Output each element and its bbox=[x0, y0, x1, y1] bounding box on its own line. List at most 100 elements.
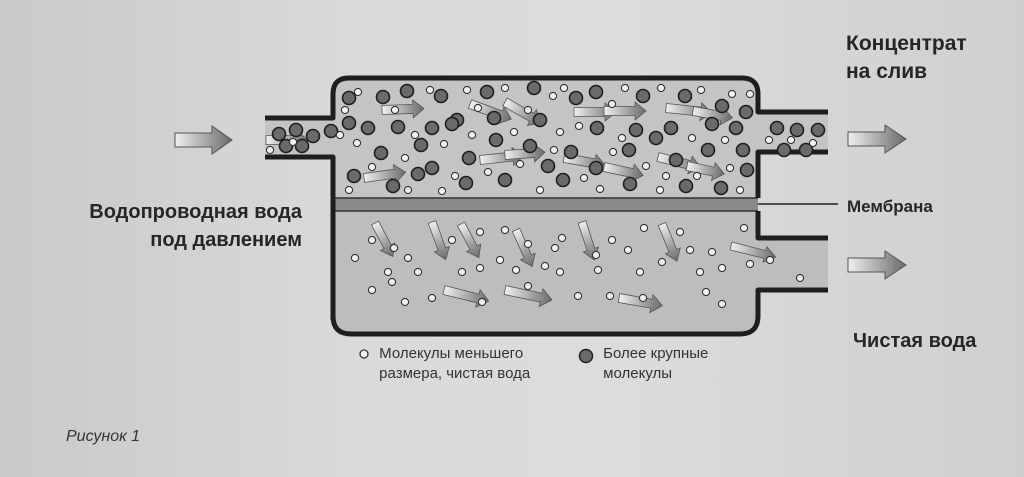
large-molecule bbox=[677, 88, 693, 104]
small-molecule bbox=[523, 239, 533, 249]
small-molecule bbox=[573, 291, 583, 301]
small-molecule bbox=[717, 263, 727, 273]
small-molecule bbox=[607, 99, 617, 109]
tap-water-label-line2: под давлением bbox=[150, 229, 302, 251]
legend-large-line2: молекулы bbox=[603, 365, 673, 382]
small-molecule bbox=[591, 250, 601, 260]
large-molecule bbox=[789, 122, 805, 138]
large-molecule bbox=[798, 142, 814, 158]
small-molecule bbox=[635, 267, 645, 277]
small-molecule bbox=[549, 145, 559, 155]
large-molecule bbox=[588, 84, 604, 100]
large-molecule bbox=[540, 158, 556, 174]
flow-arrow bbox=[617, 293, 663, 314]
large-molecule bbox=[704, 116, 720, 132]
large-molecule bbox=[360, 120, 376, 136]
concentrate-outlet-arrow bbox=[847, 124, 907, 154]
large-molecule bbox=[323, 123, 339, 139]
large-molecule bbox=[668, 152, 684, 168]
small-molecule bbox=[620, 83, 630, 93]
large-molecule bbox=[433, 88, 449, 104]
small-molecule bbox=[720, 135, 730, 145]
small-molecule bbox=[548, 91, 558, 101]
small-molecule bbox=[473, 103, 483, 113]
small-molecule bbox=[657, 257, 667, 267]
small-molecule bbox=[593, 265, 603, 275]
small-molecule bbox=[410, 130, 420, 140]
small-molecule bbox=[607, 235, 617, 245]
small-molecule bbox=[389, 243, 399, 253]
small-molecule bbox=[786, 135, 796, 145]
flow-arrow bbox=[657, 221, 681, 262]
flow-arrow bbox=[456, 221, 482, 259]
large-molecule bbox=[461, 150, 477, 166]
molecules bbox=[265, 80, 826, 309]
small-molecule bbox=[387, 277, 397, 287]
large-molecule bbox=[739, 162, 755, 178]
large-molecule bbox=[635, 88, 651, 104]
flow-arrow bbox=[577, 220, 600, 261]
small-molecule bbox=[475, 227, 485, 237]
large-molecule bbox=[728, 120, 744, 136]
tap-water-label: Водопроводная вода под давлением bbox=[89, 198, 302, 254]
large-molecule bbox=[385, 178, 401, 194]
large-molecule bbox=[486, 110, 502, 126]
membrane-label: Мембрана bbox=[847, 197, 933, 216]
large-molecule bbox=[305, 128, 321, 144]
concentrate-label-line1: Концентрат bbox=[846, 32, 967, 55]
small-molecule bbox=[745, 259, 755, 269]
inlet-arrow bbox=[174, 125, 233, 155]
vessel-bottom-wall bbox=[330, 287, 828, 337]
large-molecule bbox=[589, 120, 605, 136]
large-molecule bbox=[621, 142, 637, 158]
small-molecule bbox=[555, 267, 565, 277]
large-molecule bbox=[458, 175, 474, 191]
large-molecule bbox=[497, 172, 513, 188]
flow-arrow bbox=[427, 220, 451, 261]
small-molecule bbox=[765, 255, 775, 265]
large-molecule bbox=[568, 90, 584, 106]
small-molecule bbox=[739, 223, 749, 233]
small-molecule bbox=[579, 173, 589, 183]
small-molecule bbox=[701, 287, 711, 297]
small-molecule bbox=[450, 171, 460, 181]
small-molecule bbox=[661, 171, 671, 181]
large-molecule bbox=[413, 137, 429, 153]
large-molecule bbox=[479, 84, 495, 100]
small-molecule bbox=[696, 85, 706, 95]
flow-arrow bbox=[381, 99, 425, 119]
small-molecule bbox=[403, 253, 413, 263]
small-molecule bbox=[608, 147, 618, 157]
flow-arrow bbox=[503, 285, 553, 308]
small-molecule bbox=[707, 247, 717, 257]
small-molecule bbox=[639, 223, 649, 233]
small-molecule bbox=[675, 227, 685, 237]
small-molecule bbox=[500, 225, 510, 235]
small-molecule bbox=[656, 83, 666, 93]
small-molecule bbox=[808, 138, 818, 148]
vessel-outline bbox=[265, 75, 828, 337]
small-molecule bbox=[367, 285, 377, 295]
large-molecule bbox=[648, 130, 664, 146]
small-molecule bbox=[523, 105, 533, 115]
large-molecule bbox=[678, 178, 694, 194]
small-molecule bbox=[288, 137, 298, 147]
large-molecule bbox=[622, 176, 638, 192]
small-molecule bbox=[457, 267, 467, 277]
small-molecule bbox=[555, 127, 565, 137]
large-molecule bbox=[424, 120, 440, 136]
large-molecule bbox=[588, 160, 604, 176]
large-molecule bbox=[522, 138, 538, 154]
small-molecule bbox=[403, 185, 413, 195]
small-molecule bbox=[550, 243, 560, 253]
flow-arrow bbox=[362, 163, 407, 184]
legend-small-molecules: Молекулы меньшего размера, чистая вода bbox=[358, 344, 530, 384]
legend-small-text: Молекулы меньшего размера, чистая вода bbox=[379, 344, 530, 384]
small-molecule bbox=[477, 297, 487, 307]
large-molecule bbox=[526, 80, 542, 96]
small-molecule bbox=[540, 261, 550, 271]
large-molecule bbox=[532, 112, 548, 128]
small-molecule bbox=[383, 267, 393, 277]
